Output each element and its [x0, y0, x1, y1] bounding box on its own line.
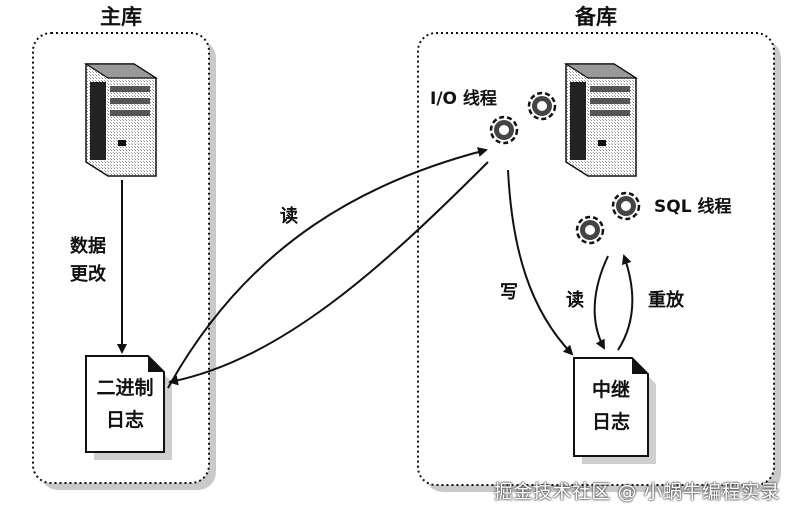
io-read-label: 读	[280, 205, 298, 227]
relay-log-document: 中继 日志	[573, 357, 656, 464]
io-read-arrow-down	[168, 161, 489, 386]
io-read-arrow-up	[167, 147, 488, 389]
relay-log-label-2: 日志	[592, 410, 630, 433]
data-change-label-1: 数据	[70, 235, 106, 257]
master-server-icon	[83, 63, 159, 177]
io-thread-label: I/O 线程	[430, 88, 497, 109]
replica-title: 备库	[574, 5, 617, 29]
binlog-label-1: 二进制	[96, 376, 153, 399]
sql-read-label: 读	[566, 289, 584, 311]
sql-read-arrow	[593, 255, 609, 350]
sql-replay-arrow	[617, 254, 634, 351]
binlog-label-2: 日志	[106, 408, 144, 431]
relay-log-label-1: 中继	[592, 378, 630, 401]
io-write-label: 写	[500, 282, 518, 303]
io-write-arrow	[507, 169, 574, 356]
binlog-document: 二进制 日志	[85, 355, 172, 460]
data-change-label-2: 更改	[70, 263, 107, 285]
replica-server-icon	[563, 63, 639, 177]
sql-replay-label: 重放	[648, 289, 685, 311]
master-title: 主库	[100, 5, 142, 29]
sql-thread-label: SQL 线程	[654, 196, 731, 217]
watermark: 掘金技术社区 @ 小蜗牛编程实录	[493, 481, 780, 503]
